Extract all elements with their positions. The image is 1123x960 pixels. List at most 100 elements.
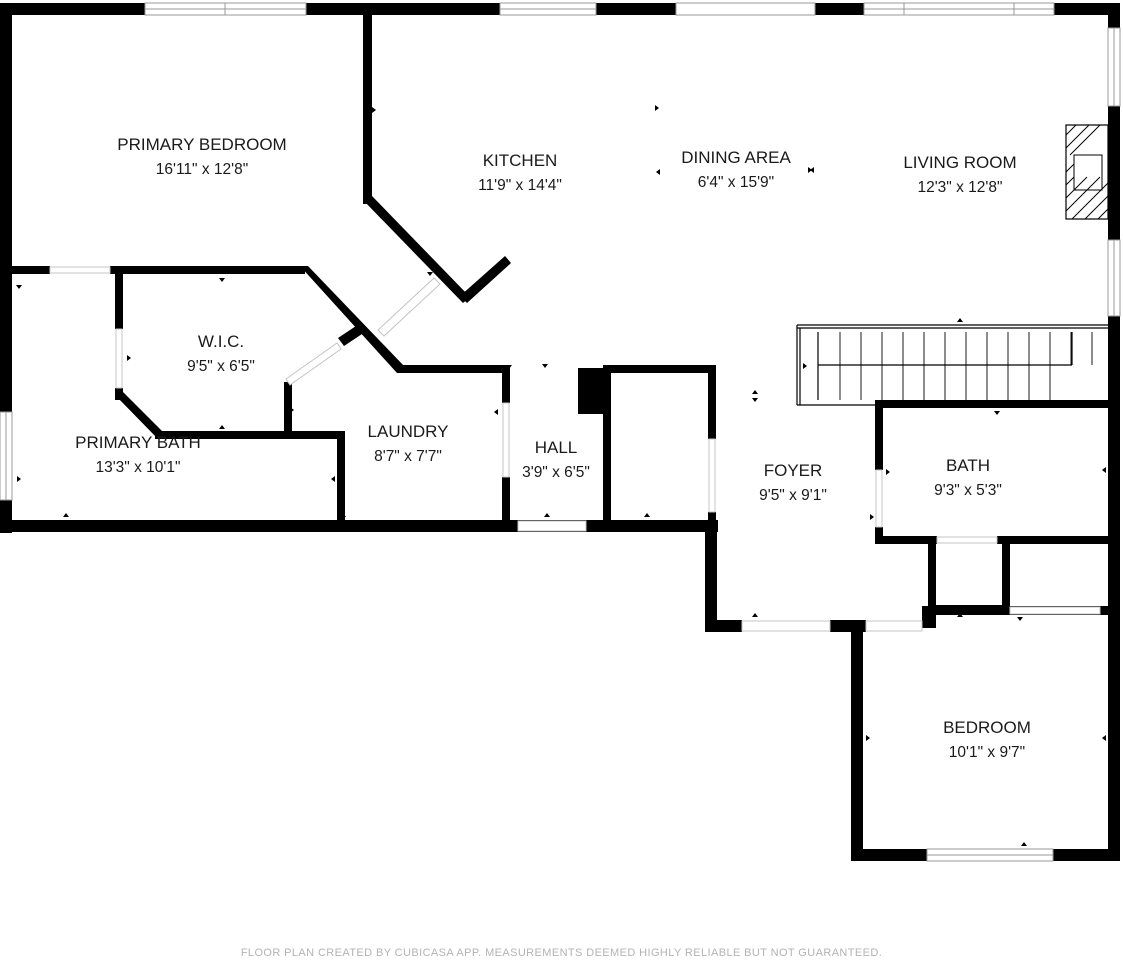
opening-hall-bottom xyxy=(517,520,587,532)
wall-bath-top xyxy=(875,400,1120,408)
room-dims-foyer: 9'5" x 9'1" xyxy=(759,487,827,504)
room-name-bedroom: BEDROOM xyxy=(943,718,1031,737)
dimension-arrow xyxy=(17,476,21,482)
window-dining-top xyxy=(675,2,816,16)
wall-closet-bedroom-edge xyxy=(922,606,936,628)
dimension-arrow xyxy=(331,476,335,482)
wall-wic-diagonal xyxy=(300,266,404,373)
opening-bath-closet xyxy=(936,536,998,544)
wall-bedroom-left xyxy=(851,620,863,861)
opening-closet-right xyxy=(708,438,716,513)
wall-kitchen-west xyxy=(363,12,372,204)
windows xyxy=(0,2,1121,862)
room-name-living-room: LIVING ROOM xyxy=(903,153,1016,172)
dimension-arrow xyxy=(427,272,433,276)
opening-wic-left xyxy=(115,328,123,389)
dimension-arrow xyxy=(1017,617,1023,621)
opening-bath-left xyxy=(875,469,883,528)
dimension-arrow xyxy=(957,613,963,617)
dimension-arrow xyxy=(1102,735,1106,741)
room-dims-bath: 9'3" x 5'3" xyxy=(934,482,1002,499)
opening-bedroom-top xyxy=(1009,606,1101,615)
dimension-arrow xyxy=(870,514,874,520)
room-dims-primary-bedroom: 16'11" x 12'8" xyxy=(156,161,248,178)
wall-kitchen-diagonal xyxy=(363,196,470,303)
dimension-arrow xyxy=(355,321,359,327)
room-dims-dining-area: 6'4" x 15'9" xyxy=(698,174,774,191)
room-dims-hall: 3'9" x 6'5" xyxy=(522,464,590,481)
room-name-laundry: LAUNDRY xyxy=(368,422,449,441)
dimension-arrow xyxy=(994,411,1000,415)
dimension-arrow xyxy=(372,107,376,113)
dimension-arrow xyxy=(340,513,346,517)
opening-kitchen-diagonal xyxy=(377,277,441,337)
room-name-bath: BATH xyxy=(946,456,990,475)
opening-bedroom-bath xyxy=(49,266,111,274)
room-name-primary-bath: PRIMARY BATH xyxy=(75,433,201,452)
dimension-arrow xyxy=(803,363,807,369)
dimension-arrow xyxy=(1102,467,1106,473)
opening-wic-laundry-diagonal xyxy=(285,342,342,386)
stairs xyxy=(796,324,1108,406)
dimension-arrow xyxy=(752,613,758,617)
room-name-foyer: FOYER xyxy=(764,461,823,480)
wall-bath-bottom-left xyxy=(875,536,937,544)
wall-closet-top xyxy=(603,365,716,373)
room-dims-primary-bath: 13'3" x 10'1" xyxy=(95,459,180,476)
room-name-primary-bedroom: PRIMARY BEDROOM xyxy=(117,135,286,154)
wall-hall-right xyxy=(603,365,611,526)
room-name-dining-area: DINING AREA xyxy=(681,148,791,167)
dimension-arrow xyxy=(506,365,512,369)
openings xyxy=(49,266,1101,632)
dimension-arrow xyxy=(494,409,498,415)
wall-bath-left-lower xyxy=(875,527,883,544)
wall-wic-right xyxy=(284,382,292,437)
wall-kitchen-counter xyxy=(460,256,511,303)
wall-bath-laundry xyxy=(337,431,345,526)
dimension-arrow xyxy=(866,735,870,741)
wall-foyer-left xyxy=(705,520,717,632)
dimension-arrow xyxy=(290,407,294,413)
dimension-arrow xyxy=(1021,842,1027,846)
room-dims-laundry: 8'7" x 7'7" xyxy=(374,448,442,465)
dimension-arrow xyxy=(219,278,225,282)
dimension-arrow xyxy=(752,398,758,402)
room-name-wic: W.I.C. xyxy=(198,332,244,351)
wall-laundry-right xyxy=(502,365,510,403)
wall-closet-right-lower xyxy=(708,512,716,526)
room-dims-living-room: 12'3" x 12'8" xyxy=(917,179,1002,196)
dimension-arrow xyxy=(752,390,758,394)
wall-wic-left xyxy=(115,266,123,329)
dimension-arrow xyxy=(542,364,548,368)
wall-wic-lower-diagonal xyxy=(115,392,163,438)
room-dims-bedroom: 10'1" x 9'7" xyxy=(949,744,1025,761)
wall-wic-bottom xyxy=(155,431,345,439)
wall-stair-right xyxy=(1108,318,1120,408)
wall-laundry-right-lower xyxy=(502,477,510,526)
dimension-arrow xyxy=(127,355,131,361)
dimension-arrow xyxy=(886,469,890,475)
wall-laundry-top xyxy=(397,365,508,373)
room-dims-wic: 9'5" x 6'5" xyxy=(187,358,255,375)
wall-foyer-bottom-left xyxy=(705,620,742,632)
opening-laundry-hall xyxy=(502,402,510,478)
dimension-markers xyxy=(16,105,1106,846)
footer-disclaimer: FLOOR PLAN CREATED BY CUBICASA APP. MEAS… xyxy=(240,947,883,959)
dimension-arrow xyxy=(957,318,963,322)
dimension-arrow xyxy=(656,169,660,175)
dimension-arrow xyxy=(219,425,225,429)
wall-wic-top xyxy=(110,266,305,274)
wall-wic-door-jamb xyxy=(338,326,362,346)
dimension-arrow xyxy=(544,513,550,517)
wall-chimney-block xyxy=(578,368,605,414)
wall-closet-small-right xyxy=(1002,536,1010,612)
dimension-arrow xyxy=(63,513,69,517)
wall-bath-bottom-right xyxy=(997,536,1120,544)
dimension-arrow xyxy=(16,285,22,289)
room-labels: PRIMARY BEDROOM 16'11" x 12'8" KITCHEN 1… xyxy=(75,135,1031,761)
opening-front-door xyxy=(741,620,831,632)
room-dims-kitchen: 11'9" x 14'4" xyxy=(478,177,562,194)
wall-bath-left xyxy=(875,400,883,470)
opening-bedroom-door xyxy=(865,620,923,632)
fireplace-icon xyxy=(1065,124,1109,220)
